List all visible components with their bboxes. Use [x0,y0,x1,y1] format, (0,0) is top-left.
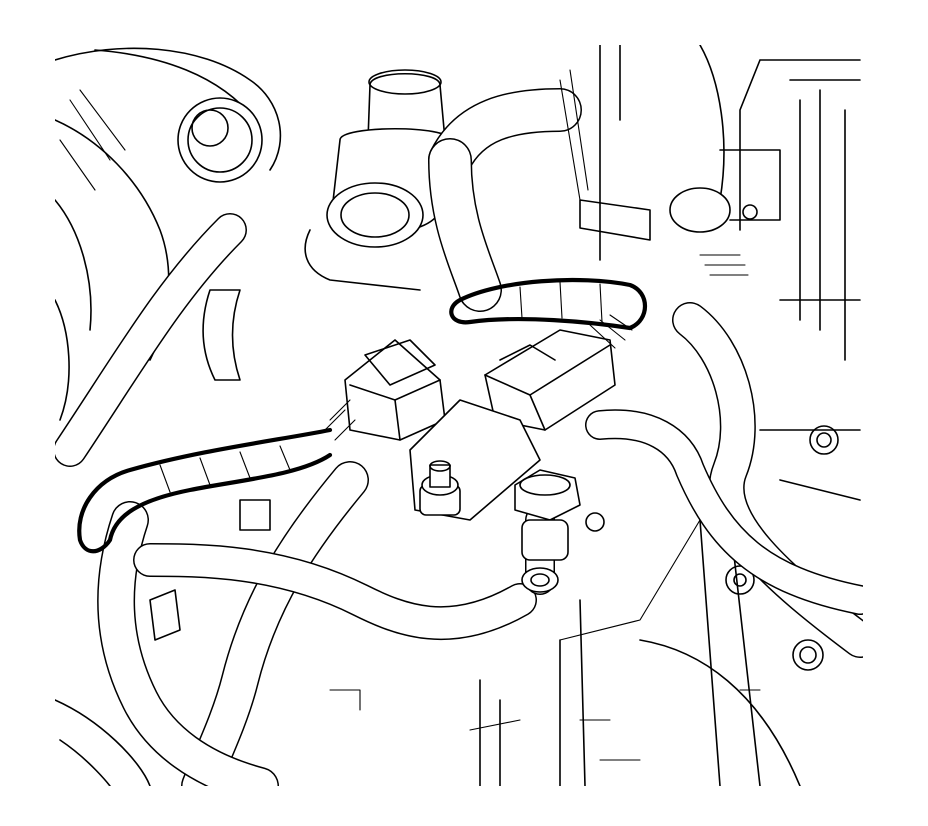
harness-clips [149,69,781,641]
left-connector [324,339,446,441]
engine-block-outlines [55,45,861,786]
round-sensor [177,97,263,183]
wire-looms [55,88,863,786]
highlighted-harness [77,277,647,554]
fitting-nut [514,469,605,593]
mounting-bracket [409,399,541,521]
pressure-sensor-body [304,69,451,291]
